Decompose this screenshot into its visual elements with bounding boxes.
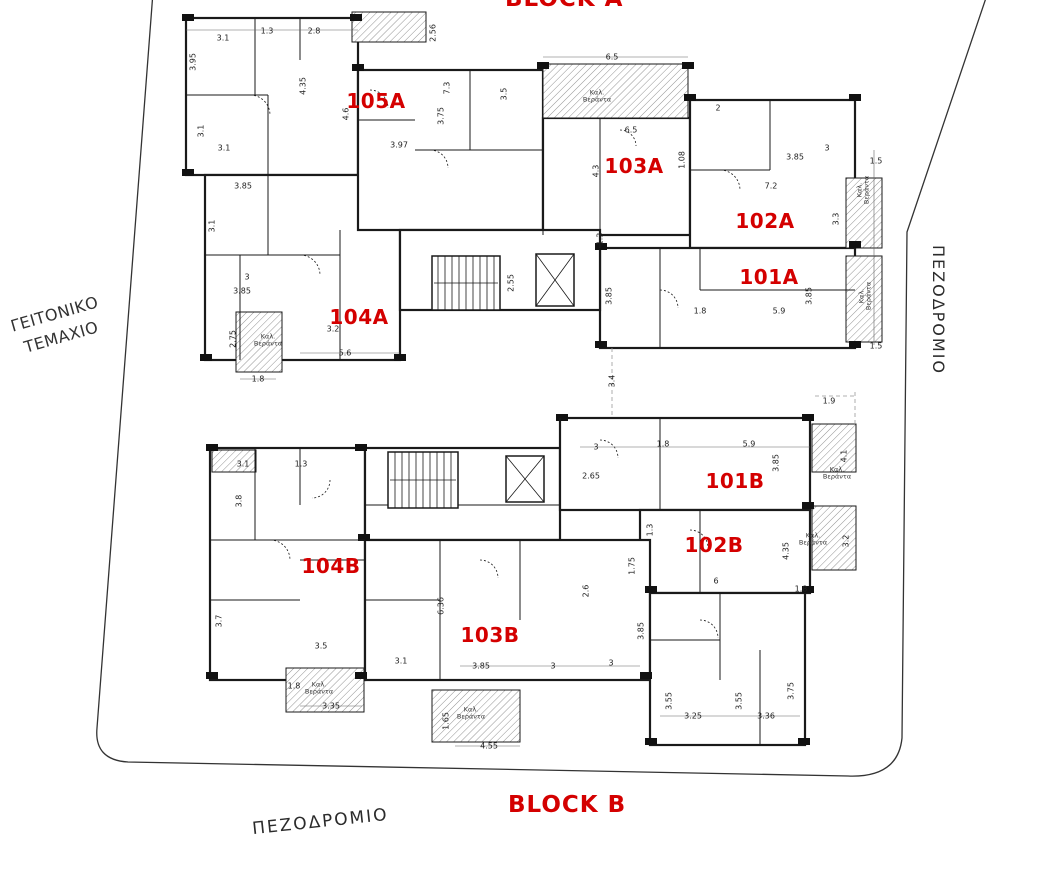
- apartment-label-104B: 104B: [301, 554, 361, 578]
- stairs-a: [431, 255, 501, 311]
- elevator-b: [505, 455, 545, 503]
- block-a-plan: [182, 11, 883, 373]
- apartment-label-104A: 104A: [329, 305, 389, 329]
- apartment-label-102B: 102B: [684, 533, 744, 557]
- block-a-balconies: [235, 11, 883, 373]
- block-b-plan: [206, 414, 857, 747]
- apartment-label-103B: 103B: [460, 623, 520, 647]
- projection-lines: [611, 348, 856, 424]
- apartment-label-103A: 103A: [604, 154, 664, 178]
- elevator-a: [535, 253, 575, 307]
- block-b-title: BLOCK B: [508, 792, 627, 818]
- plot-boundary: [96, 0, 986, 777]
- apartment-label-101A: 101A: [739, 265, 799, 289]
- stairs-b: [387, 451, 459, 509]
- apartment-label-102A: 102A: [735, 209, 795, 233]
- block-a-title: BLOCK A: [505, 0, 623, 12]
- dimension-lines: [186, 29, 875, 747]
- sidewalk-label-right: ΠΕΖΟΔΡΟΜΙΟ: [929, 245, 948, 375]
- apartment-label-101B: 101B: [705, 469, 765, 493]
- block-b-balconies: [211, 423, 857, 743]
- apartment-label-105A: 105A: [346, 89, 406, 113]
